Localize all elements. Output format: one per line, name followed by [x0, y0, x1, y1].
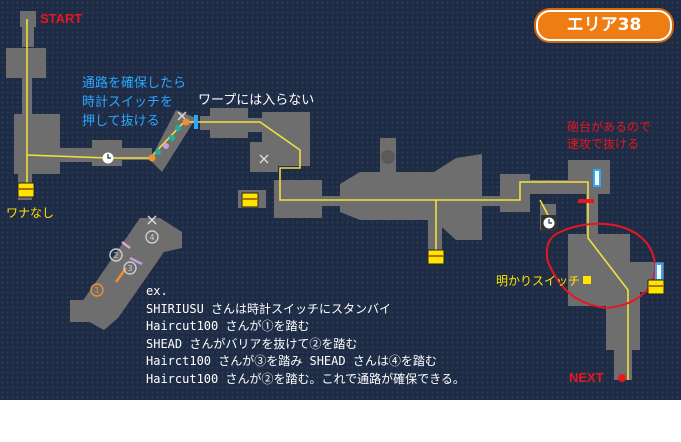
switch-number-3: 3 — [127, 264, 132, 273]
light-switch-text: 明かりスイッチ — [496, 274, 581, 288]
clock-tip-line: 押して抜ける — [82, 114, 160, 129]
x-mark-icons — [147, 111, 269, 225]
turret-warning-line: 砲台があるので — [567, 120, 652, 134]
switch-number-2: 2 — [113, 251, 118, 260]
light-switch-icon — [583, 276, 591, 284]
note-line: Haircut100 さんが②を踏む。これで通路が確保できる。 — [146, 371, 465, 386]
turret-warning-text: 砲台があるので 速攻で抜ける — [567, 118, 651, 152]
clock-tip-line: 通路を確保したら — [82, 76, 187, 91]
note-line: Haircut100 さんが①を踏む — [146, 319, 310, 333]
turret-icon — [593, 169, 601, 187]
turret-barrier-icon — [578, 199, 594, 203]
switch-number-4: 4 — [149, 233, 154, 242]
turret-icon — [655, 263, 663, 281]
clock-tip-text: 通路を確保したら 時計スイッチを 押して抜ける — [82, 72, 186, 129]
note-line: SHEAD さんがバリアを抜けて②を踏む — [146, 336, 358, 351]
clock-switch-icon — [541, 215, 557, 231]
area-badge: エリア38 — [536, 10, 672, 41]
turret-warning-line: 速攻で抜ける — [567, 137, 640, 151]
clock-switch-icon — [102, 152, 114, 164]
next-label: NEXT — [569, 370, 604, 385]
barrier-icon — [194, 115, 198, 129]
next-exit-icon — [618, 374, 626, 382]
no-trap-text: ワナなし — [6, 206, 55, 220]
switch-number-1: 1 — [94, 286, 99, 295]
warp-tile-icons — [148, 118, 190, 162]
map-layout: 1 2 3 4 — [6, 11, 665, 382]
note-line: SHIRIUSU さんは時計スイッチにスタンバイ — [146, 301, 392, 316]
no-warp-text: ワープには入らない — [198, 93, 315, 108]
switch-numbers: 1 2 3 4 — [94, 233, 154, 295]
dungeon-map: 1 2 3 4 START NEXT 通路を確保したら 時計スイッチを 押して抜… — [0, 0, 681, 400]
note-line: Hairct100 さんが③を踏み SHEAD さんは④を踏む — [146, 354, 437, 368]
strategy-notes: ex. SHIRIUSU さんは時計スイッチにスタンバイ Haircut100 … — [146, 283, 465, 388]
note-line: ex. — [146, 284, 168, 298]
treasure-chest-icon — [17, 182, 665, 295]
clock-tip-line: 時計スイッチを — [82, 95, 174, 110]
highlight-circle — [545, 222, 657, 310]
start-label: START — [40, 11, 83, 26]
switch-tiles — [90, 230, 159, 297]
